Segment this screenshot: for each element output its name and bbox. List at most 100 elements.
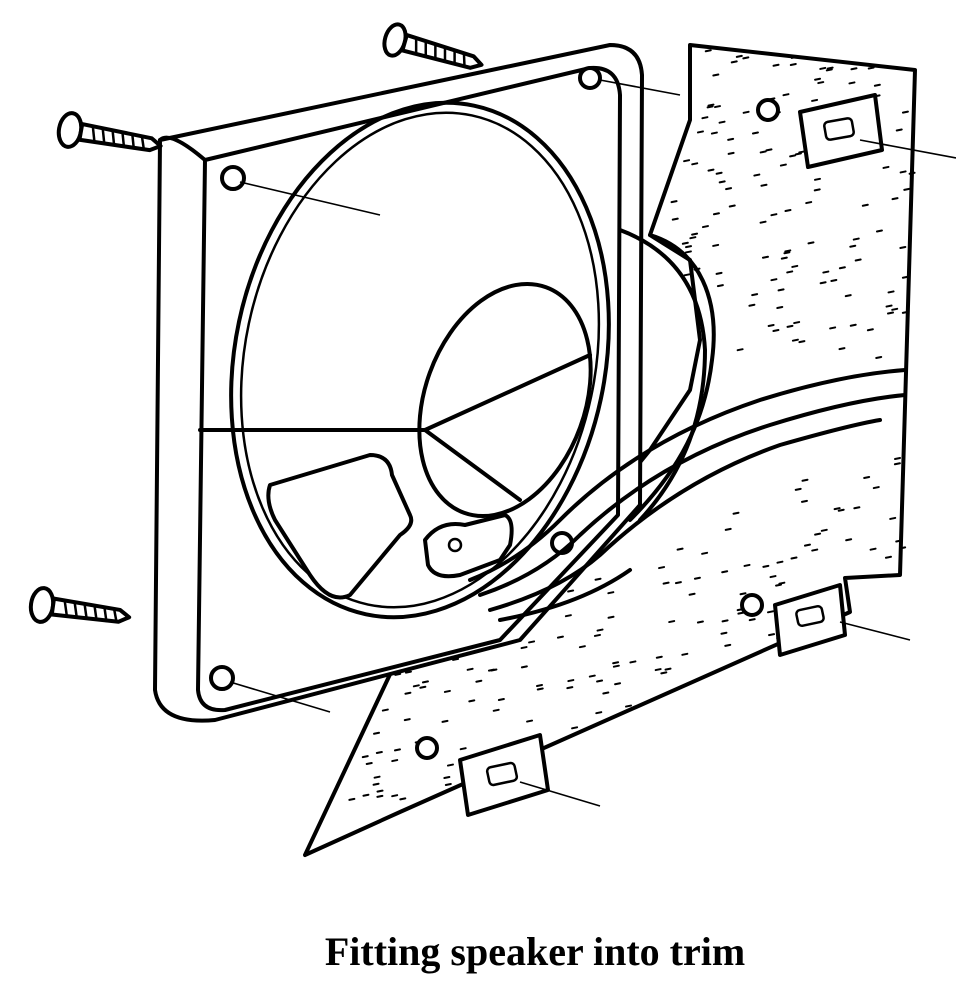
panel-texture-speck — [536, 683, 544, 687]
panel-texture-speck — [861, 203, 869, 207]
panel-texture-speck — [849, 323, 857, 327]
panel-texture-speck — [884, 555, 892, 559]
panel-texture-speck — [830, 278, 838, 282]
panel-texture-speck — [761, 255, 769, 259]
panel-texture-speck — [654, 668, 662, 672]
panel-texture-speck — [794, 487, 802, 491]
panel-texture-speck — [712, 243, 720, 247]
panel-texture-speck — [348, 797, 356, 801]
panel-texture-speck — [571, 726, 579, 730]
panel-texture-speck — [889, 516, 897, 520]
panel-texture-speck — [459, 747, 467, 751]
panel-texture-speck — [556, 635, 564, 639]
panel-texture-speck — [394, 672, 402, 676]
panel-texture-speck — [376, 789, 384, 793]
panel-texture-speck — [748, 618, 756, 622]
panel-texture-speck — [891, 307, 899, 311]
panel-texture-speck — [612, 661, 620, 665]
panel-texture-speck — [798, 340, 806, 344]
panel-texture-speck — [707, 168, 715, 172]
panel-texture-speck — [759, 150, 767, 154]
panel-texture-speck — [725, 187, 733, 191]
panel-texture-speck — [899, 170, 907, 174]
panel-texture-speck — [670, 200, 678, 204]
panel-texture-speck — [468, 699, 476, 703]
panel-texture-speck — [602, 691, 610, 695]
panel-texture-speck — [372, 782, 380, 786]
panel-texture-speck — [696, 130, 704, 134]
panel-texture-speck — [707, 103, 715, 107]
panel-texture-speck — [596, 679, 604, 683]
panel-texture-speck — [829, 326, 837, 330]
panel-texture-speck — [784, 249, 792, 253]
panel-texture-speck — [780, 256, 788, 260]
panel-texture-speck — [849, 244, 857, 248]
panel-texture-speck — [566, 686, 574, 690]
panel-texture-speck — [596, 628, 604, 632]
panel-texture-speck — [768, 633, 776, 637]
panel-texture-speck — [419, 685, 427, 689]
panel-texture-speck — [814, 177, 822, 181]
panel-texture-speck — [875, 229, 883, 233]
panel-texture-speck — [607, 591, 615, 595]
panel-texture-speck — [714, 105, 722, 109]
panel-texture-speck — [872, 486, 880, 490]
panel-texture-speck — [783, 251, 791, 255]
alignment-lines — [229, 79, 956, 807]
panel-texture-speck — [676, 547, 684, 551]
panel-texture-speck — [452, 657, 460, 661]
panel-texture-speck — [362, 793, 370, 797]
panel-texture-speck — [724, 527, 732, 531]
clip-top-right — [798, 93, 884, 169]
panel-texture-speck — [662, 581, 670, 585]
panel-texture-speck — [794, 152, 802, 156]
panel-texture-speck — [899, 245, 907, 249]
panel-texture-speck — [825, 68, 833, 72]
panel-texture-speck — [867, 66, 875, 70]
panel-texture-speck — [789, 63, 797, 67]
panel-texture-speck — [715, 171, 723, 175]
panel-texture-speck — [784, 209, 792, 213]
panel-texture-speck — [759, 220, 767, 224]
panel-texture-speck — [743, 563, 751, 567]
panel-texture-speck — [769, 575, 777, 579]
panel-texture-speck — [487, 668, 495, 672]
panel-texture-speck — [766, 610, 774, 614]
panel-texture-speck — [819, 281, 827, 285]
panel-texture-speck — [767, 323, 775, 327]
panel-texture-speck — [689, 236, 697, 240]
panel-texture-speck — [803, 543, 811, 547]
panel-texture-speck — [730, 60, 738, 64]
panel-texture-speck — [782, 93, 790, 97]
panel-texture-speck — [492, 708, 500, 712]
panel-texture-speck — [683, 273, 691, 277]
panel-texture-speck — [899, 546, 907, 550]
panel-texture-speck — [688, 592, 696, 596]
panel-texture-speck — [765, 148, 773, 152]
panel-texture-speck — [798, 150, 806, 154]
panel-texture-speck — [873, 83, 881, 87]
panel-texture-speck — [772, 329, 780, 333]
panel-texture-speck — [811, 548, 819, 552]
panel-texture-speck — [901, 275, 909, 279]
panel-texture-speck — [393, 748, 401, 752]
panel-texture-speck — [776, 306, 784, 310]
panel-texture-speck — [848, 81, 856, 85]
panel-texture-speck — [721, 619, 729, 623]
panel-texture-speck — [727, 137, 735, 141]
panel-texture-speck — [520, 646, 528, 650]
panel-texture-speck — [817, 81, 825, 85]
panel-texture-speck — [895, 128, 903, 132]
panel-texture-speck — [777, 288, 785, 292]
panel-texture-speck — [844, 294, 852, 298]
panel-texture-speck — [701, 225, 709, 229]
panel-texture-speck — [373, 731, 381, 735]
figure-caption: Fitting speaker into trim — [324, 929, 746, 974]
panel-texture-speck — [901, 310, 909, 314]
panel-texture-speck — [786, 270, 794, 274]
panel-texture-speck — [664, 667, 672, 671]
panel-texture-speck — [742, 56, 750, 60]
screw-bottom — [28, 586, 132, 624]
panel-texture-speck — [655, 655, 663, 659]
panel-texture-speck — [644, 700, 652, 704]
